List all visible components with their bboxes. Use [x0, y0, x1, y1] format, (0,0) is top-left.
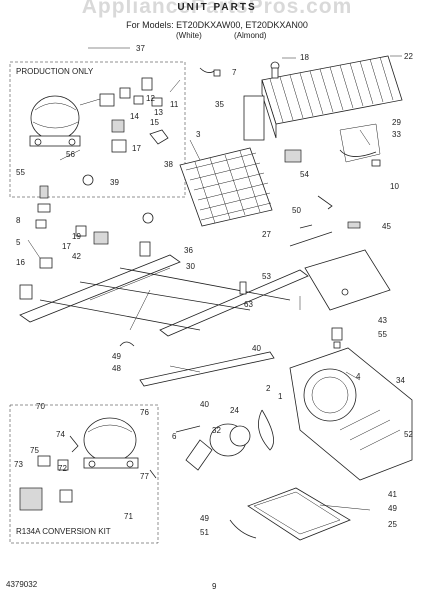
- conversion-kit-box: [9, 404, 159, 544]
- callout-73: 73: [14, 460, 23, 469]
- callout-55a: 55: [16, 168, 25, 177]
- callout-13: 13: [154, 108, 163, 117]
- callout-52: 52: [404, 430, 413, 439]
- callout-17b: 17: [62, 242, 71, 251]
- callout-6: 6: [172, 432, 177, 441]
- callout-49c: 49: [388, 504, 397, 513]
- callout-51: 51: [200, 528, 209, 537]
- callout-1: 1: [278, 392, 283, 401]
- callout-63: 63: [244, 300, 253, 309]
- conversion-kit-label: R134A CONVERSION KIT: [16, 527, 111, 536]
- drain-tube: [289, 195, 333, 247]
- callout-33: 33: [392, 130, 401, 139]
- callout-25: 25: [388, 520, 397, 529]
- callout-77: 77: [140, 472, 149, 481]
- callout-56: 56: [66, 150, 75, 159]
- diagram-title: UNIT PARTS: [177, 2, 257, 13]
- callout-75: 75: [30, 446, 39, 455]
- callout-40a: 40: [252, 344, 261, 353]
- callout-70: 70: [36, 402, 45, 411]
- page-number: 9: [212, 582, 217, 591]
- callout-32: 32: [212, 426, 221, 435]
- callout-43: 43: [378, 316, 387, 325]
- callout-17a: 17: [132, 144, 141, 153]
- callout-3: 3: [196, 130, 201, 139]
- drain-pan: [229, 487, 351, 541]
- callout-15: 15: [150, 118, 159, 127]
- callout-24: 24: [230, 406, 239, 415]
- callout-30: 30: [186, 262, 195, 271]
- callout-19: 19: [72, 232, 81, 241]
- callout-37: 37: [136, 44, 145, 53]
- callout-2: 2: [266, 384, 271, 393]
- evaporator-coil: [243, 55, 403, 141]
- defrost-parts: [199, 67, 381, 167]
- callout-18: 18: [300, 53, 309, 62]
- callout-22: 22: [404, 52, 413, 61]
- callout-76: 76: [140, 408, 149, 417]
- cover-plate: [239, 221, 391, 349]
- compressor-conversion-kit: [19, 417, 157, 511]
- callout-34: 34: [396, 376, 405, 385]
- callout-35: 35: [215, 100, 224, 109]
- model-numbers: For Models: ET20DKXAW00, ET20DKXAN00: [126, 20, 308, 30]
- callout-11: 11: [170, 100, 179, 109]
- callout-74: 74: [56, 430, 65, 439]
- variant-almond: (Almond): [234, 31, 267, 40]
- callout-54: 54: [300, 170, 309, 179]
- base-frame: [19, 241, 309, 387]
- callout-55b: 55: [378, 330, 387, 339]
- callout-7: 7: [232, 68, 237, 77]
- callout-45: 45: [382, 222, 391, 231]
- callout-14: 14: [130, 112, 139, 121]
- callout-50: 50: [292, 206, 301, 215]
- callout-39: 39: [110, 178, 119, 187]
- callout-5: 5: [16, 238, 21, 247]
- callout-8: 8: [16, 216, 21, 225]
- callout-41: 41: [388, 490, 397, 499]
- callout-10: 10: [390, 182, 399, 191]
- relay-overload-group: [79, 77, 169, 186]
- callout-12: 12: [146, 94, 155, 103]
- callout-48: 48: [112, 364, 121, 373]
- leader-lines: [27, 47, 402, 511]
- production-only-box: [9, 61, 186, 198]
- callout-36: 36: [184, 246, 193, 255]
- callout-27: 27: [262, 230, 271, 239]
- callout-53: 53: [262, 272, 271, 281]
- callout-71: 71: [124, 512, 133, 521]
- callout-38: 38: [164, 160, 173, 169]
- fan-motor-assembly: [175, 347, 413, 481]
- part-number: 4379032: [6, 580, 38, 589]
- callout-72: 72: [58, 464, 67, 473]
- callout-16: 16: [16, 258, 25, 267]
- callout-29: 29: [392, 118, 401, 127]
- callout-49b: 49: [200, 514, 209, 523]
- callout-42: 42: [72, 252, 81, 261]
- callout-4: 4: [356, 372, 361, 381]
- production-only-label: PRODUCTION ONLY: [16, 67, 94, 76]
- condenser-coil: [142, 147, 273, 227]
- compressor-upper: [29, 95, 81, 147]
- variant-white: (White): [176, 31, 202, 40]
- callout-49a: 49: [112, 352, 121, 361]
- left-small-parts: [19, 185, 109, 300]
- callout-40b: 40: [200, 400, 209, 409]
